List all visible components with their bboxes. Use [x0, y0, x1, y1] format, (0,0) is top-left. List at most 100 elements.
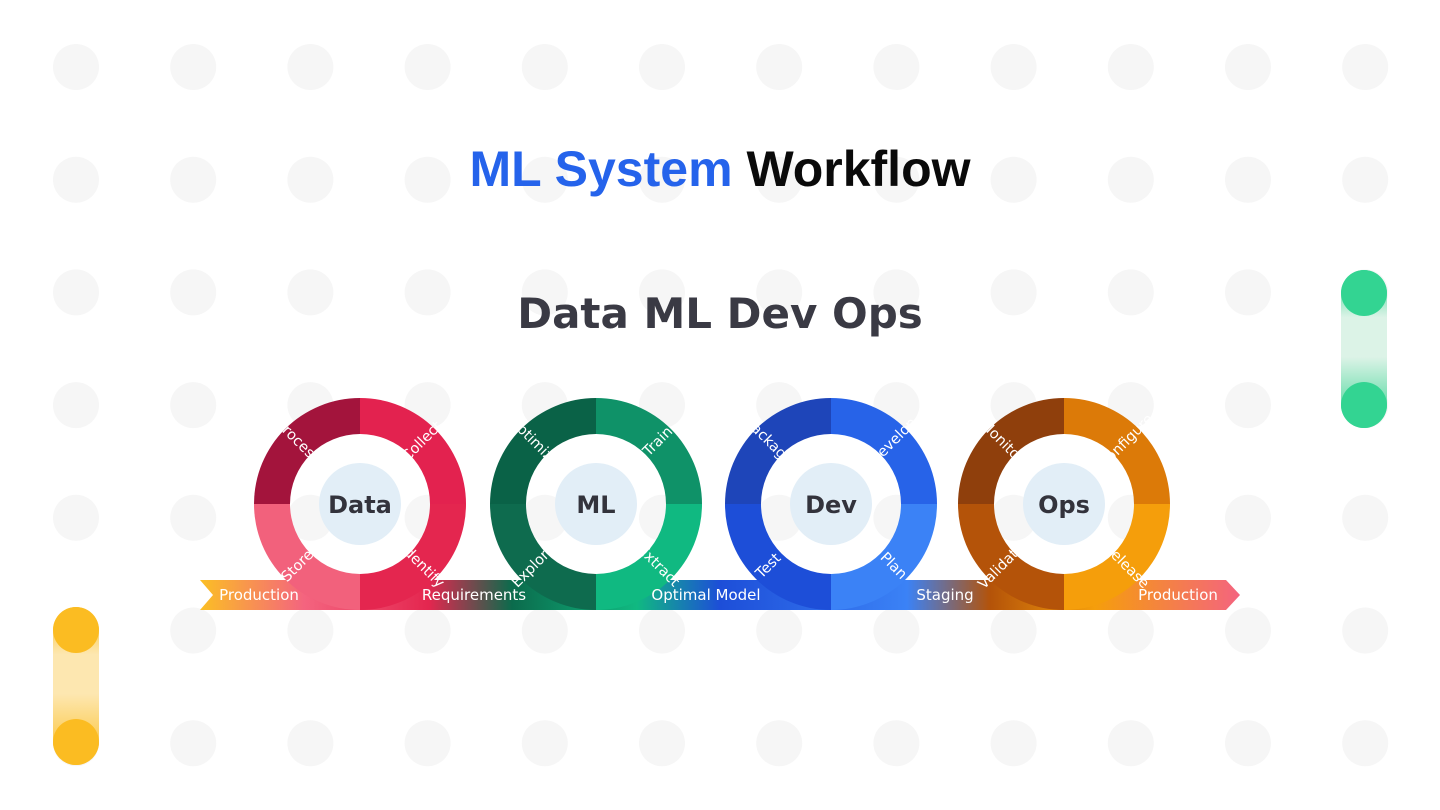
background-dot: [170, 382, 217, 429]
background-dot: [756, 44, 803, 90]
background-dot: [756, 156, 803, 203]
background-dot: [1225, 720, 1271, 767]
background-dot: [1107, 269, 1154, 316]
background-dot: [639, 720, 685, 767]
cycle-center-disc: [790, 463, 872, 545]
green-pill-top-cap: [1341, 270, 1387, 316]
background-dot: [53, 44, 99, 90]
cycle-segment-lower-left: [725, 504, 831, 610]
background-dot: [1342, 44, 1389, 90]
background-dot: [170, 607, 217, 654]
cycle-center-disc: [555, 463, 637, 545]
background-dot: [404, 607, 451, 654]
yellow-pill-top-cap: [53, 607, 99, 653]
background-dot: [521, 156, 568, 203]
cycle-segment-upper-right: [360, 398, 466, 504]
cycle-title: Ops: [1038, 491, 1090, 519]
background-dot: [1225, 494, 1271, 541]
background-dot: [53, 156, 99, 203]
background-dot: [521, 720, 568, 767]
background-dot: [873, 720, 920, 767]
background-dot: [287, 607, 334, 654]
flow-label: Staging: [916, 586, 973, 604]
background-dot: [1342, 494, 1389, 541]
background-dot: [990, 720, 1037, 767]
background-dot: [521, 607, 568, 654]
background-dot: [170, 156, 217, 203]
background-dot: [1107, 607, 1154, 654]
background-dot: [170, 494, 217, 541]
diagram-heading: Data ML Dev Ops: [517, 289, 923, 338]
background-dot: [287, 44, 334, 90]
background-dot: [990, 269, 1037, 316]
cycle-title: Data: [328, 491, 392, 519]
flow-label: Production: [219, 586, 299, 604]
background-dot: [404, 720, 451, 767]
background-dot: [873, 607, 920, 654]
background-dot: [990, 156, 1037, 203]
page-title: ML System Workflow: [0, 138, 1440, 200]
background-dot: [404, 44, 451, 90]
background-dot: [756, 607, 803, 654]
cycle-segment-lower-right: [596, 504, 702, 610]
background-dot: [404, 269, 451, 316]
background-dot: [1225, 607, 1271, 654]
green-pill-decoration: [1341, 270, 1387, 428]
background-dot: [404, 156, 451, 203]
background-dot: [170, 44, 217, 90]
background-dot: [521, 44, 568, 90]
flow-label: Production: [1138, 586, 1218, 604]
background-dot: [873, 156, 920, 203]
background-dot: [1225, 382, 1271, 429]
cycle-segment-upper-right: [831, 398, 937, 504]
title-rest: Workflow: [746, 141, 971, 197]
cycle-title: ML: [576, 491, 615, 519]
background-dot: [873, 44, 920, 90]
background-dot: [170, 720, 217, 767]
cycle-segment-lower-left: [490, 504, 596, 610]
title-accent: ML System: [469, 141, 733, 197]
background-dot: [287, 156, 334, 203]
cycle-segment-lower-left: [958, 504, 1064, 610]
cycle-segment-lower-right: [1064, 504, 1170, 610]
cycle-center-disc: [1023, 463, 1105, 545]
background-dot: [990, 44, 1037, 90]
cycle-segment-lower-left: [254, 504, 360, 610]
background-dot: [1107, 44, 1154, 90]
background-dot: [1225, 269, 1271, 316]
yellow-pill-decoration: [53, 607, 99, 765]
cycle-segment-upper-left: [254, 398, 360, 504]
background-dot: [639, 156, 685, 203]
background-dot: [756, 720, 803, 767]
background-dot: [1225, 44, 1271, 90]
cycle-title: Dev: [805, 491, 857, 519]
cycle-center-disc: [319, 463, 401, 545]
background-dot: [639, 607, 685, 654]
background-dot: [1342, 607, 1389, 654]
background-dot: [639, 269, 685, 316]
cycle-segment-lower-right: [360, 504, 466, 610]
background-dot: [287, 720, 334, 767]
background-dot: [53, 382, 99, 429]
flow-label: Requirements: [422, 586, 526, 604]
cycle-segment-upper-left: [725, 398, 831, 504]
background-dot: [1225, 156, 1271, 203]
cycle-segment-upper-left: [958, 398, 1064, 504]
cycle-segment-upper-left: [490, 398, 596, 504]
flow-band: [200, 580, 1240, 610]
background-dot: [639, 44, 685, 90]
background-dot: [53, 269, 99, 316]
background-dot: [287, 269, 334, 316]
flow-label: Optimal Model: [651, 586, 760, 604]
cycle-segment-upper-right: [596, 398, 702, 504]
background-dot: [170, 269, 217, 316]
yellow-pill-bottom-cap: [53, 719, 99, 765]
background-dot: [53, 494, 99, 541]
background-dot: [1342, 720, 1389, 767]
